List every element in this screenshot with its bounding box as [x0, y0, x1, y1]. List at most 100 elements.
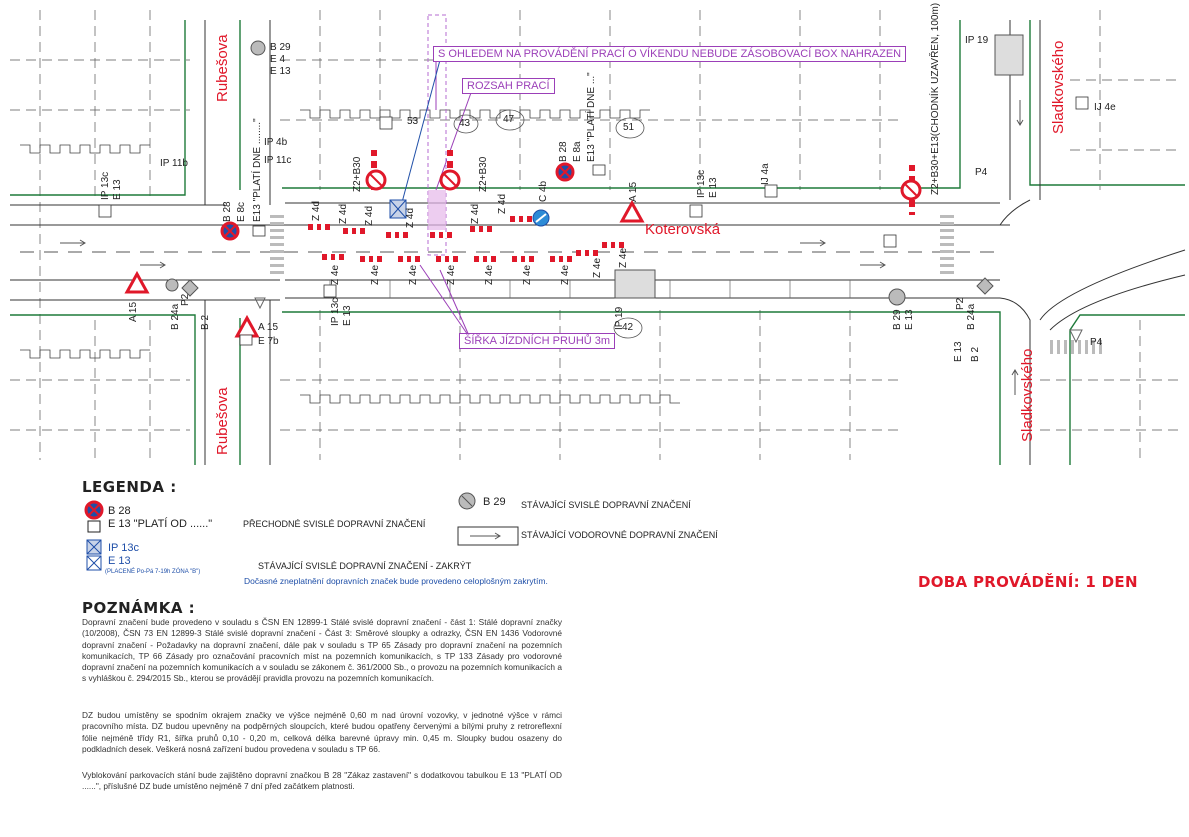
- legend-temp-label: PŘECHODNÉ SVISLÉ DOPRAVNÍ ZNAČENÍ: [243, 519, 426, 529]
- label-b2-left: B 2: [200, 314, 211, 330]
- label-ip13c-right: IP 13c: [696, 169, 707, 198]
- z4e-barriers: [322, 242, 624, 262]
- legend-existing-vertical: STÁVAJÍCÍ SVISLÉ DOPRAVNÍ ZNAČENÍ: [521, 500, 691, 510]
- note-paragraph-3: Vyblokování parkovacích stání bude zajiš…: [82, 770, 562, 792]
- z4-label: Z 4e: [370, 264, 381, 285]
- parcel-number: 51: [623, 122, 635, 133]
- no-pedestrian-signs: [365, 169, 922, 201]
- z4-label: Z 4e: [618, 247, 629, 268]
- label-p4-bottom: P4: [1090, 337, 1103, 348]
- label-b2-right: B 2: [970, 346, 981, 362]
- b28-signs: [220, 162, 575, 241]
- callout-work-range: ROZSAH PRACÍ: [462, 78, 555, 94]
- work-duration: DOBA PROVÁDĚNÍ: 1 DEN: [918, 573, 1138, 591]
- legend-e13: E 13 "PLATÍ OD ......": [108, 518, 213, 530]
- label-e13-top: E 13: [270, 66, 291, 77]
- label-ip19-top: IP 19: [965, 35, 989, 46]
- label-e13-right2: E 13: [953, 341, 964, 362]
- label-z2-b30: Z2+B30+E13(CHODNÍK UZAVŘEN, 100m): [930, 2, 941, 195]
- z4-label: Z 4e: [446, 264, 457, 285]
- label-e13-plati-left: E13 "PLATÍ DNE ........": [252, 118, 263, 222]
- blue-leader: [399, 59, 441, 211]
- building-outlines: [10, 20, 1185, 465]
- z4-label: Z 4d: [311, 200, 322, 221]
- z4-label: Z 4d: [364, 205, 375, 226]
- label-ip11c: IP 11c: [264, 155, 292, 166]
- street-name-koterovska: Koterovská: [645, 221, 721, 238]
- label-ip13c-bottom: IP 13c: [330, 297, 341, 326]
- z4-label: Z 4e: [408, 264, 419, 285]
- label-p2-right: P2: [955, 297, 966, 310]
- street-name-rubesova-top: Rubešova: [214, 34, 231, 102]
- legend-existing-icons: [457, 492, 519, 546]
- street-name-rubesova-bottom: Rubešova: [214, 387, 231, 455]
- covered-sign: [389, 199, 407, 219]
- label-c4b: C 4b: [538, 180, 549, 202]
- existing-signs: [165, 40, 994, 306]
- label-z2-b30-a: Z2+B30: [352, 156, 363, 192]
- callout-box-notice: S OHLEDEM NA PROVÁDĚNÍ PRACÍ O VÍKENDU N…: [433, 46, 907, 62]
- z4-label: Z 4e: [484, 264, 495, 285]
- label-b24a-left: B 24a: [170, 303, 181, 330]
- road-edges: [10, 20, 1186, 465]
- legend-title: LEGENDA :: [82, 478, 177, 496]
- legend-covered-note: (PLACENÉ Po-Pá 7-19h ZÓNA "B"): [105, 569, 201, 575]
- legend-existing-horizontal: STÁVAJÍCÍ VODOROVNÉ DOPRAVNÍ ZNAČENÍ: [521, 530, 718, 540]
- z4-label: Z 4e: [560, 264, 571, 285]
- label-e13-bottom: E 13: [342, 305, 353, 326]
- label-e13-right: E 13: [708, 177, 719, 198]
- label-a15-left: A 15: [128, 301, 139, 322]
- label-e8a-mid: E 8a: [572, 141, 583, 162]
- parcel-circles: [453, 109, 645, 339]
- parcel-number: 53: [407, 116, 419, 127]
- legend-ip13c: IP 13c: [108, 542, 139, 554]
- legend-covered-label: STÁVAJÍCÍ SVISLÉ DOPRAVNÍ ZNAČENÍ - ZAKR…: [258, 561, 472, 571]
- note-paragraph-1: Dopravní značení bude provedeno v soulad…: [82, 617, 562, 684]
- small-signs: [98, 96, 1089, 346]
- label-b24a-right: B 24a: [966, 303, 977, 330]
- parcel-boundaries: [10, 10, 1180, 460]
- z4-label: Z 4e: [330, 264, 341, 285]
- label-e8c: E 8c: [236, 201, 247, 222]
- street-name-sladkovskeho-bottom: Sladkovského: [1019, 348, 1036, 442]
- z4-label: Z 4e: [522, 264, 533, 285]
- label-ip4b: IP 4b: [264, 137, 288, 148]
- legend-b28: B 28: [108, 505, 131, 517]
- road-arrows: [60, 100, 1024, 395]
- label-e13-plati-mid: E13 "PLATÍ DNE ...": [586, 72, 597, 162]
- label-ip11b: IP 11b: [160, 158, 188, 169]
- z4-label: Z 4d: [405, 207, 416, 228]
- label-b29-top: B 29: [270, 42, 291, 53]
- label-e7b: E 7b: [258, 336, 279, 347]
- label-a15-top: A 15: [628, 181, 639, 202]
- callout-lane-width: ŠÍŘKA JÍZDNÍCH PRUHŮ 3m: [459, 333, 616, 349]
- work-area-hatch: [428, 190, 446, 230]
- note-title: POZNÁMKA :: [82, 599, 196, 617]
- parcel-number: 47: [503, 114, 515, 125]
- label-p4-top: P4: [975, 167, 988, 178]
- traffic-plan-map: Rubešova Rubešova Koterovská Sladkovskéh…: [10, 2, 1186, 465]
- legend-existing-b29: B 29: [483, 496, 506, 508]
- label-a15-bottom: A 15: [258, 322, 279, 333]
- street-name-sladkovskeho-top: Sladkovského: [1050, 40, 1067, 134]
- z4-label: Z 4d: [338, 203, 349, 224]
- crosswalks: [270, 215, 1102, 354]
- z4-label: Z 4d: [470, 203, 481, 224]
- yield-triangles: [254, 297, 1083, 344]
- label-b28-mid: B 28: [558, 141, 569, 162]
- label-b29-bottom: B 29: [892, 309, 903, 330]
- z4d-barriers: [308, 216, 532, 238]
- a15-signs: [124, 199, 645, 338]
- label-e13-b29: E 13: [904, 309, 915, 330]
- label-e13-left: E 13: [112, 179, 123, 200]
- c4b-sign: [532, 209, 550, 227]
- label-e4-top: E 4: [270, 54, 286, 65]
- label-ij4a: IJ 4a: [760, 163, 771, 185]
- label-p2-left: P2: [180, 293, 191, 306]
- z4-label: Z 4e: [592, 257, 603, 278]
- note-paragraph-2: DZ budou umístěny se spodním okrajem zna…: [82, 710, 562, 754]
- map-drawing: [10, 10, 1186, 465]
- legend-covered-e13: E 13: [108, 555, 131, 567]
- lane-arrow-signs: [614, 34, 1024, 299]
- z4-label: Z 4d: [497, 193, 508, 214]
